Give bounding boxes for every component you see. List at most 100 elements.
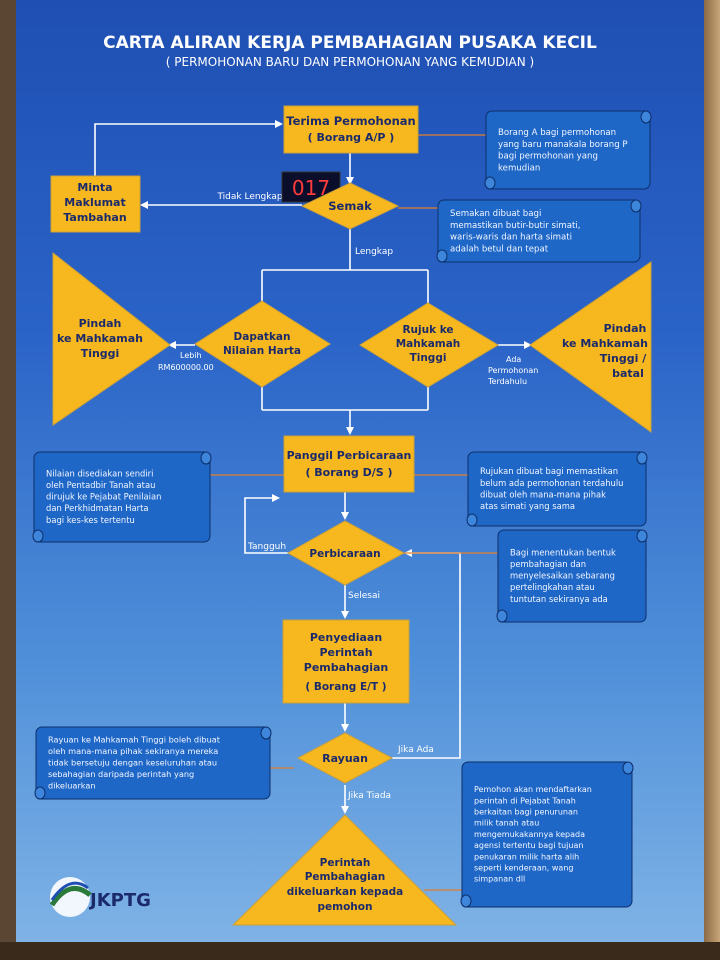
- penyediaan-line4: ( Borang E/T ): [305, 681, 386, 693]
- note-text-line: perintah di Pejabat Tanah: [474, 796, 576, 805]
- note-text-line: menyelesaikan sebarang: [510, 571, 615, 581]
- rujuk-line3: Tinggi: [410, 352, 447, 364]
- edge-label-jika-tiada: Jika Tiada: [347, 791, 391, 801]
- note-text-line: belum ada permohonan terdahulu: [480, 478, 624, 488]
- note-curl-bottom: [496, 609, 508, 623]
- note-curl-bottom: [32, 529, 44, 543]
- semak-label: Semak: [328, 199, 372, 213]
- note-scroll-n1: [485, 110, 651, 190]
- logo-text: JKPTG: [88, 890, 151, 911]
- note-text-line: waris-waris dan harta simati: [450, 233, 572, 243]
- minta-line3: Tambahan: [63, 211, 126, 224]
- note-text-line: kemudian: [498, 163, 540, 173]
- note-text-line: Rayuan ke Mahkamah Tinggi boleh dibuat: [48, 735, 221, 745]
- note-curl-top: [636, 529, 648, 543]
- note-curl-bottom: [34, 786, 46, 800]
- edge-label-jika-ada: Jika Ada: [397, 745, 434, 755]
- note-text-line: bagi permohonan yang: [498, 152, 598, 162]
- edge-label-lebih-amount: RM600000.00: [158, 363, 214, 372]
- note-text-line: atas simati yang sama: [480, 501, 575, 511]
- dapatkan-line2: Nilaian Harta: [223, 345, 301, 357]
- note-n6: Rayuan ke Mahkamah Tinggi boleh dibuatol…: [34, 726, 272, 800]
- note-text-line: yang baru manakala borang P: [498, 140, 628, 150]
- note-text-line: Semakan dibuat bagi: [450, 209, 541, 219]
- note-text-line: tidak bersetuju dengan keseluruhan atau: [48, 758, 217, 768]
- diamond-perbicaraan: [286, 520, 406, 586]
- note-curl-bottom: [436, 249, 448, 263]
- note-text-line: agensi tertentu bagi tujuan: [474, 841, 583, 850]
- note-text-line: tuntutan sekiranya ada: [510, 594, 608, 604]
- perintah-line2: Pembahagian: [305, 871, 386, 883]
- note-text-line: simpanan dll: [474, 875, 525, 884]
- note-text-line: dan Perkhidmatan Harta: [46, 503, 149, 513]
- note-text-line: berkaitan bagi penurunan: [474, 808, 578, 817]
- pindah-left-line3: Tinggi: [81, 347, 120, 360]
- panggil-line2: ( Borang D/S ): [305, 466, 392, 479]
- rujuk-line2: Mahkamah: [396, 338, 461, 350]
- poster-frame-bottom: [0, 942, 720, 960]
- edge-label-ada: Ada: [506, 355, 521, 364]
- terima-line1: Terima Permohonan: [286, 114, 415, 128]
- note-text-line: Bagi menentukan bentuk: [510, 547, 616, 557]
- note-scroll-n5: [497, 529, 647, 623]
- diamond-rujuk-mahkamah: [359, 302, 499, 388]
- note-text-line: dirujuk ke Pejabat Penilaian: [46, 492, 161, 502]
- note-scroll-n2: [437, 199, 641, 263]
- poster-frame-right: [704, 0, 720, 960]
- note-scroll-n7: [461, 761, 633, 908]
- edge-label-lebih: Lebih: [180, 351, 202, 360]
- pindah-left-line2: ke Mahkamah: [57, 332, 143, 345]
- perintah-line4: pemohon: [318, 901, 373, 913]
- note-text-line: dikeluarkan: [48, 780, 96, 790]
- pindah-right-line3: Tinggi /: [600, 352, 647, 365]
- minta-line2: Maklumat: [64, 196, 125, 209]
- edge-label-ada-permohonan: Permohonan: [488, 366, 538, 375]
- edge-label-ada-terdahulu: Terdahulu: [487, 377, 527, 386]
- minta-line1: Minta: [77, 181, 112, 194]
- poster-title: CARTA ALIRAN KERJA PEMBAHAGIAN PUSAKA KE…: [103, 33, 597, 53]
- edge-label-lengkap: Lengkap: [355, 247, 393, 257]
- triangle-perintah: [231, 814, 458, 926]
- poster-subtitle: ( PERMOHONAN BARU DAN PERMOHONAN YANG KE…: [166, 55, 534, 69]
- note-n5: Bagi menentukan bentuk pembahagian dan men…: [496, 529, 648, 623]
- note-scroll-n6: [35, 726, 271, 800]
- note-text-line: adalah betul dan tepat: [450, 244, 549, 254]
- note-n7: Pemohon akan mendaftarkan perintah di Pej…: [460, 761, 634, 908]
- note-scroll-n3: [33, 451, 211, 543]
- note-curl-top: [622, 761, 634, 775]
- note-text-line: pertelingkahan atau: [510, 582, 595, 592]
- perintah-line1: Perintah: [320, 857, 371, 869]
- pindah-right-line4: batal: [612, 367, 644, 380]
- note-text-line: dibuat oleh mana-mana pihak: [480, 489, 606, 499]
- rujuk-line1: Rujuk ke: [402, 324, 453, 336]
- diamond-rayuan: [296, 732, 394, 784]
- note-text-line: Rujukan dibuat bagi memastikan: [480, 466, 618, 476]
- edge-tangguh-loop: [244, 494, 290, 554]
- panggil-line1: Panggil Perbicaraan: [287, 449, 412, 462]
- note-text-line: Pemohon akan mendaftarkan: [474, 785, 592, 794]
- edge-minta-terima: [94, 120, 283, 176]
- perintah-line3: dikeluarkan kepada: [287, 886, 404, 898]
- note-text-line: milik tanah atau: [474, 819, 539, 828]
- diamond-semak: [300, 182, 400, 230]
- note-text-line: Nilaian disediakan sendiri: [46, 468, 153, 478]
- note-text-line: oleh mana-mana pihak sekiranya mereka: [48, 746, 218, 756]
- penyediaan-line2: Perintah: [319, 646, 372, 659]
- pindah-right-line2: ke Mahkamah: [562, 337, 648, 350]
- box-panggil-perbicaraan: [283, 435, 415, 493]
- terima-line2: ( Borang A/P ): [308, 131, 395, 144]
- note-text-line: memastikan butir-butir simati,: [450, 221, 580, 231]
- note-curl-bottom: [460, 894, 472, 908]
- triangle-pindah-right: [529, 261, 652, 433]
- note-scroll-n4: [467, 451, 647, 527]
- box-minta-maklumat: [50, 175, 141, 233]
- note-text-line: pembahagian dan: [510, 559, 586, 569]
- edge-label-tangguh: Tangguh: [247, 542, 286, 552]
- note-text-line: mengemukakannya kepada: [474, 830, 585, 839]
- note-curl-top: [200, 451, 212, 465]
- note-text-line: penukaran milik harta alih: [474, 852, 579, 861]
- diamond-dapatkan-nilaian: [194, 300, 331, 388]
- pindah-right-line1: Pindah: [604, 322, 647, 335]
